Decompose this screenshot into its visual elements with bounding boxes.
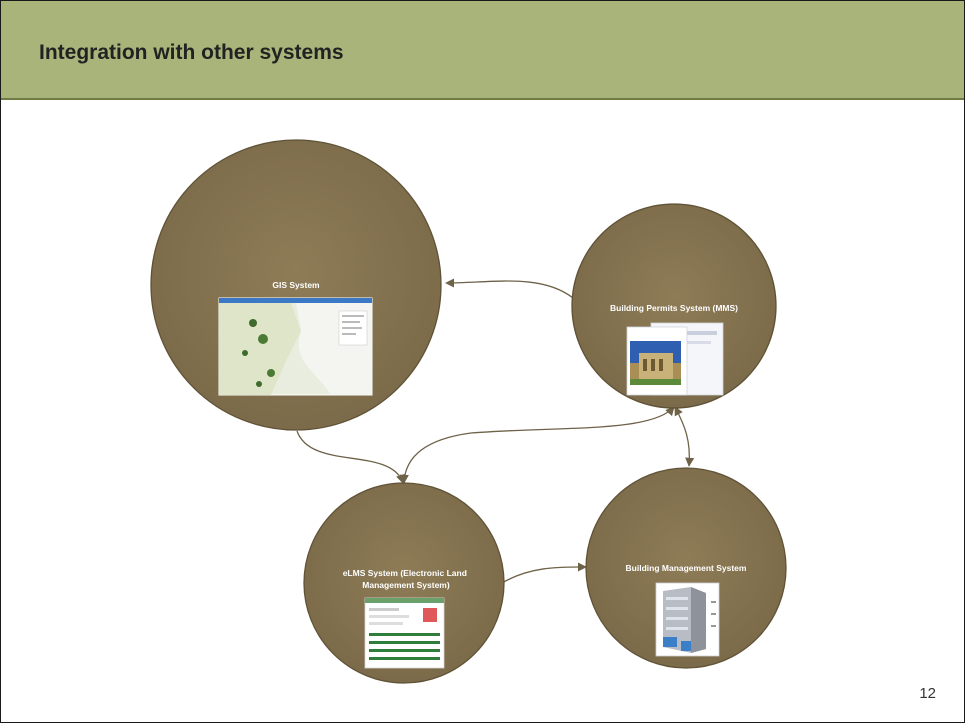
node-building-permits-system: Building Permits System (MMS) bbox=[571, 203, 777, 409]
node-mms-label: Building Permits System (MMS) bbox=[610, 303, 738, 313]
node-bms-label: Building Management System bbox=[626, 563, 747, 573]
connector-mms-to-bms bbox=[674, 406, 695, 467]
slide-title: Integration with other systems bbox=[39, 41, 344, 64]
bms-building-thumbnail bbox=[655, 582, 720, 657]
elms-form-thumbnail bbox=[364, 597, 445, 669]
connector-gis-to-elms bbox=[296, 430, 405, 484]
gis-map-thumbnail bbox=[218, 297, 373, 396]
connector-mms-elms bbox=[399, 406, 675, 484]
connector-mms-to-gis bbox=[445, 278, 574, 299]
node-gis-label: GIS System bbox=[272, 280, 320, 290]
page-number: 12 bbox=[919, 685, 936, 702]
slide-header: Integration with other systems bbox=[1, 1, 964, 100]
node-gis-system: GIS System bbox=[150, 139, 442, 431]
connectors bbox=[296, 278, 695, 584]
node-elms-label-line-1: eLMS System (Electronic Land bbox=[343, 568, 467, 578]
mms-building-thumbnail bbox=[626, 322, 724, 396]
connector-elms-to-bms bbox=[501, 562, 587, 584]
node-elms-system: eLMS System (Electronic Land Management … bbox=[303, 482, 505, 684]
node-building-management-system: Building Management System bbox=[585, 467, 787, 669]
node-elms-label-line-2: Management System) bbox=[362, 580, 450, 590]
node-elms-label: eLMS System (Electronic Land Management … bbox=[343, 568, 470, 590]
